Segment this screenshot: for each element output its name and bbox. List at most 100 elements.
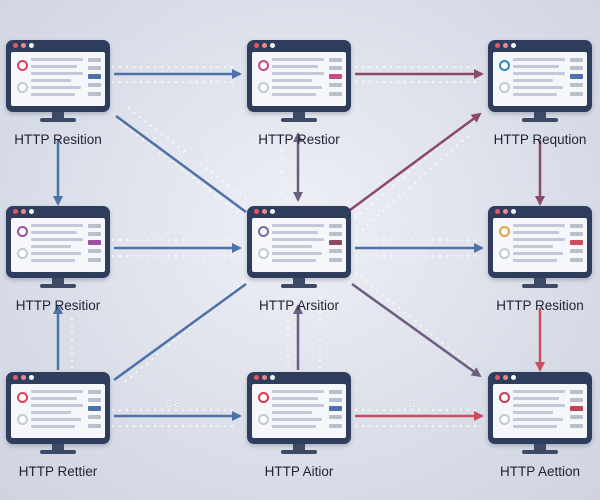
text-line — [513, 231, 559, 234]
status-circle-icon — [258, 82, 269, 93]
monitor-base — [40, 450, 76, 454]
window-screen — [11, 52, 105, 106]
sidebar-block — [570, 66, 583, 70]
browser-window — [247, 206, 351, 278]
edge-label-cc: CC — [404, 398, 421, 410]
browser-node-n6[interactable]: HTTP Resition — [484, 206, 596, 332]
text-line — [272, 418, 322, 421]
sidebar-block — [570, 92, 583, 96]
monitor-base — [281, 118, 317, 122]
text-line — [31, 238, 83, 241]
status-circle-icon — [258, 226, 269, 237]
text-line — [31, 390, 83, 393]
sidebar-block — [88, 415, 101, 419]
sidebar-block — [570, 58, 583, 62]
text-line — [513, 245, 553, 248]
sidebar-block — [88, 224, 101, 228]
text-line — [513, 58, 565, 61]
window-dot-icon — [495, 43, 500, 48]
sidebar-accent — [329, 240, 342, 245]
text-line — [513, 411, 553, 414]
text-line — [272, 72, 324, 75]
window-dot-icon — [270, 375, 275, 380]
dotted-guide — [119, 121, 241, 215]
browser-node-n1[interactable]: HTTP Resition — [2, 40, 114, 166]
window-screen — [252, 218, 346, 272]
window-titlebar — [6, 40, 110, 51]
window-titlebar — [488, 40, 592, 51]
status-circle-icon — [17, 392, 28, 403]
browser-node-n3[interactable]: HTTP Reqution — [484, 40, 596, 166]
text-line — [272, 390, 324, 393]
monitor-stand — [534, 444, 546, 450]
text-line — [272, 238, 324, 241]
status-circle-icon — [499, 414, 510, 425]
monitor-stand — [534, 278, 546, 284]
sidebar-block — [329, 92, 342, 96]
window-dot-icon — [21, 43, 26, 48]
text-line — [31, 418, 81, 421]
window-titlebar — [488, 372, 592, 383]
browser-node-n5[interactable]: HTTP Arsitior — [243, 206, 355, 332]
text-line — [272, 86, 322, 89]
text-line — [513, 418, 563, 421]
browser-node-n2[interactable]: HTTP Restior — [243, 40, 355, 166]
sidebar-block — [329, 232, 342, 236]
text-line — [31, 58, 83, 61]
window-dot-icon — [511, 209, 516, 214]
sidebar-accent — [570, 74, 583, 79]
text-line — [31, 86, 81, 89]
text-line — [513, 259, 557, 262]
node-label: HTTP Aettion — [499, 464, 581, 479]
sidebar-block — [329, 66, 342, 70]
sidebar-accent — [570, 240, 583, 245]
node-label: HTTP Rettier — [18, 464, 98, 479]
dotted-guide — [127, 107, 249, 201]
window-dot-icon — [495, 375, 500, 380]
browser-node-n4[interactable]: HTTP Resitior — [2, 206, 114, 332]
line-n7-n5 — [113, 282, 247, 382]
window-dot-icon — [262, 43, 267, 48]
window-screen — [11, 384, 105, 438]
window-screen — [252, 52, 346, 106]
window-titlebar — [247, 206, 351, 217]
text-line — [272, 58, 324, 61]
sidebar-block — [570, 415, 583, 419]
monitor-stand — [293, 444, 305, 450]
browser-window — [488, 206, 592, 278]
text-line — [272, 65, 318, 68]
status-circle-icon — [499, 82, 510, 93]
browser-node-n9[interactable]: HTTP Aettion — [484, 372, 596, 498]
node-label: HTTP Aitior — [264, 464, 334, 479]
window-screen — [493, 384, 587, 438]
monitor-base — [522, 284, 558, 288]
text-line — [272, 425, 316, 428]
sidebar-block — [88, 249, 101, 253]
text-line — [272, 259, 316, 262]
window-dot-icon — [511, 43, 516, 48]
window-dot-icon — [254, 375, 259, 380]
sidebar-accent — [329, 74, 342, 79]
browser-window — [247, 372, 351, 444]
text-line — [513, 93, 557, 96]
browser-node-n8[interactable]: HTTP Aitior — [243, 372, 355, 498]
sidebar-block — [329, 390, 342, 394]
text-line — [513, 79, 553, 82]
window-dot-icon — [503, 375, 508, 380]
window-titlebar — [488, 206, 592, 217]
text-line — [513, 65, 559, 68]
sidebar-block — [88, 58, 101, 62]
browser-node-n7[interactable]: HTTP Rettier — [2, 372, 114, 498]
edge-label-cc: CC — [165, 398, 182, 410]
sidebar-accent — [570, 406, 583, 411]
window-titlebar — [6, 372, 110, 383]
monitor-base — [40, 118, 76, 122]
node-label: HTTP Restior — [258, 132, 340, 147]
browser-window — [6, 40, 110, 112]
text-line — [513, 72, 565, 75]
text-line — [513, 425, 557, 428]
node-label: HTTP Resitior — [15, 298, 101, 313]
sidebar-block — [88, 398, 101, 402]
sidebar-block — [88, 390, 101, 394]
